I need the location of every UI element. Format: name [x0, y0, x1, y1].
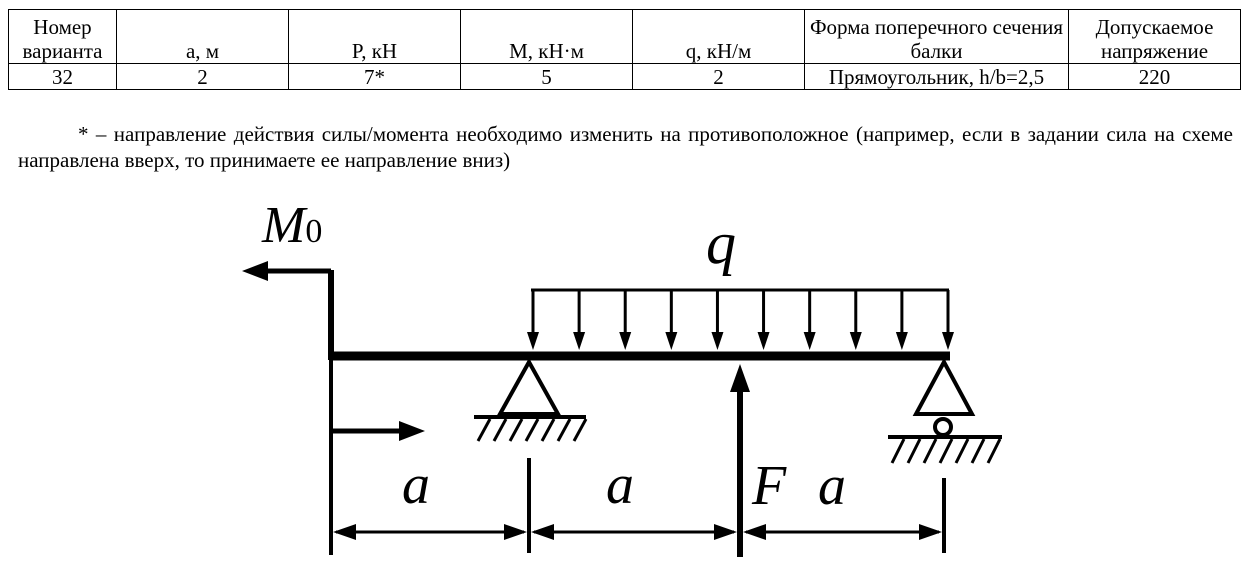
cell-a: 2: [116, 63, 289, 90]
dimension-line-2: [531, 524, 737, 540]
cell-section: Прямоугольник, h/b=2,5: [804, 63, 1069, 90]
header-variant: Номер варианта: [8, 9, 117, 64]
load-arrow: [803, 290, 816, 350]
cell-variant: 32: [8, 63, 117, 90]
note-text: * – направление действия силы/момента не…: [18, 122, 1233, 172]
header-q: q, кН/м: [632, 9, 805, 64]
parameters-table: Номер варианта a, м P, кН M, кН·м q, кН/…: [8, 9, 1241, 90]
load-arrow: [527, 290, 539, 350]
load-arrow: [849, 290, 862, 350]
load-arrow: [665, 290, 678, 350]
header-stress: Допускаемое напряжение: [1068, 9, 1241, 64]
header-m: M, кН·м: [460, 9, 633, 64]
load-arrow: [757, 290, 770, 350]
table-row: 32 2 7* 5 2 Прямоугольник, h/b=2,5 220: [8, 63, 1241, 90]
dimension-line-3: [743, 524, 942, 540]
cell-m: 5: [460, 63, 633, 90]
load-arrow: [711, 290, 724, 350]
force-label: F: [751, 455, 787, 517]
roller-support: [888, 357, 1002, 464]
dimension-line-1: [333, 524, 527, 540]
header-section: Форма поперечного сечения балки: [804, 9, 1069, 64]
load-arrow: [619, 290, 632, 350]
table-header-row: Номер варианта a, м P, кН M, кН·м q, кН/…: [8, 9, 1241, 64]
cell-p: 7*: [288, 63, 461, 90]
cell-q: 2: [632, 63, 805, 90]
cell-stress: 220: [1068, 63, 1241, 90]
span-label-1: a: [402, 454, 430, 516]
distributed-load-arrows: [527, 290, 954, 350]
load-arrow: [895, 290, 908, 350]
header-p: P, кН: [288, 9, 461, 64]
moment-arrow-top: [242, 261, 331, 281]
load-arrow: [573, 290, 586, 350]
load-label: q: [706, 210, 736, 276]
pin-support: [474, 357, 588, 442]
span-label-2: a: [606, 454, 634, 516]
moment-arrow-bottom: [331, 421, 425, 441]
span-label-3: a: [818, 455, 846, 517]
force-arrow: [730, 364, 750, 557]
load-arrow: [942, 290, 954, 350]
moment-label: M0: [261, 197, 322, 254]
